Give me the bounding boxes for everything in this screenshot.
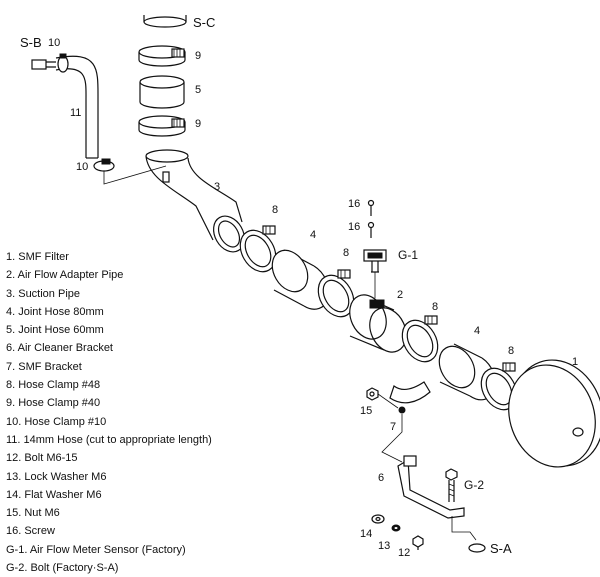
callout-12: 12 [398, 547, 410, 559]
air-flow-meter-sensor [363, 249, 387, 298]
legend-item: 11. 14mm Hose (cut to appropriate length… [6, 433, 212, 446]
callout-2: 2 [397, 289, 403, 301]
hose-clamp-48-a [239, 225, 277, 273]
callout-g2: G-2 [464, 478, 484, 492]
hose-clamp-10-lower [93, 158, 115, 172]
callout-8-c: 8 [432, 301, 438, 313]
air-flow-adapter-pipe [349, 294, 407, 353]
legend-item: G-2. Bolt (Factory·S-A) [6, 562, 119, 575]
hose-clamp-10-upper [57, 53, 69, 73]
sa-connection-ring [468, 543, 486, 553]
callout-16-upper: 16 [348, 198, 360, 210]
legend-item: 5. Joint Hose 60mm [6, 324, 104, 337]
callout-7: 7 [390, 421, 396, 433]
flat-washer-m6 [371, 514, 385, 524]
callout-15: 15 [360, 405, 372, 417]
bolt-m6-15 [412, 535, 424, 550]
callout-9-lower: 9 [195, 118, 201, 130]
bolt-g2 [445, 468, 477, 541]
legend-item: 10. Hose Clamp #10 [6, 415, 107, 428]
legend-item: 12. Bolt M6-15 [6, 452, 78, 465]
lock-washer-m6 [391, 524, 401, 532]
callout-10-upper: 10 [48, 37, 60, 49]
callout-8-d: 8 [508, 345, 514, 357]
callout-13: 13 [378, 540, 390, 552]
legend-item: 7. SMF Bracket [6, 360, 82, 373]
callout-8-b: 8 [343, 247, 349, 259]
callout-1: 1 [572, 356, 578, 368]
screw-16-lower [367, 221, 375, 238]
leader-hose-to-nipple [103, 165, 167, 185]
callout-10-lower: 10 [76, 161, 88, 173]
legend-item: 4. Joint Hose 80mm [6, 305, 104, 318]
callout-sa: S-A [490, 541, 512, 556]
parts-legend: 1. SMF Filter 2. Air Flow Adapter Pipe 3… [6, 248, 212, 577]
joint-hose-80mm-a [271, 249, 330, 310]
legend-item: 2. Air Flow Adapter Pipe [6, 269, 124, 282]
legend-item: 3. Suction Pipe [6, 287, 80, 300]
callout-sc: S-C [193, 15, 215, 30]
callout-g1: G-1 [398, 248, 418, 262]
joint-hose-60mm [139, 75, 185, 109]
hose-clamp-40-lower [138, 115, 186, 137]
legend-item: 13. Lock Washer M6 [6, 470, 107, 483]
hose-clamp-48-c [401, 315, 439, 363]
screw-16-upper [367, 199, 375, 216]
legend-item: 8. Hose Clamp #48 [6, 379, 101, 392]
callout-8-a: 8 [272, 204, 278, 216]
callout-9-upper: 9 [195, 50, 201, 62]
legend-item: G-1. Air Flow Meter Sensor (Factory) [6, 543, 186, 556]
callout-3: 3 [214, 181, 220, 193]
sc-connection-ring [143, 15, 187, 28]
legend-item: 6. Air Cleaner Bracket [6, 342, 113, 355]
suction-pipe [145, 149, 246, 253]
legend-item: 16. Screw [6, 525, 55, 538]
callout-sb: S-B [20, 35, 42, 50]
callout-4-b: 4 [474, 325, 480, 337]
nut-m6 [366, 387, 379, 401]
callout-4-a: 4 [310, 229, 316, 241]
hose-clamp-48-b [317, 269, 355, 318]
callout-11: 11 [70, 107, 81, 119]
smf-filter [508, 359, 600, 468]
callout-6: 6 [378, 472, 384, 484]
sb-hose-nipple [31, 59, 56, 70]
callout-14: 14 [360, 528, 372, 540]
legend-item: 1. SMF Filter [6, 251, 69, 263]
legend-item: 9. Hose Clamp #40 [6, 397, 101, 410]
hose-clamp-40-upper [138, 45, 186, 67]
smf-bracket [377, 381, 431, 463]
callout-16-lower: 16 [348, 221, 360, 233]
callout-5: 5 [195, 84, 201, 96]
legend-item: 14. Flat Washer M6 [6, 488, 102, 501]
legend-item: 15. Nut M6 [6, 507, 60, 520]
air-cleaner-bracket [397, 455, 465, 519]
